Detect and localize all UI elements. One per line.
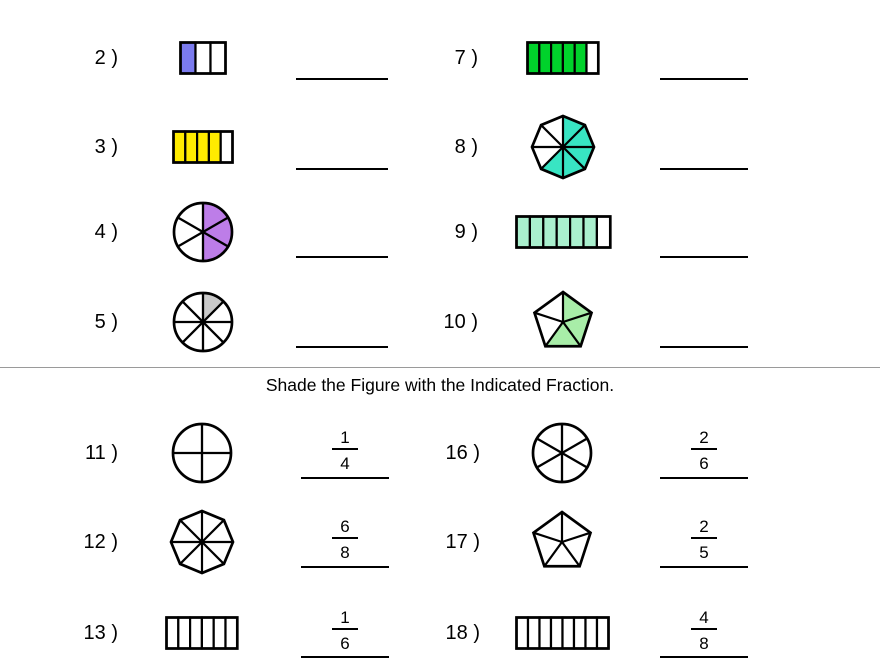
- fraction-figure-p7: [526, 41, 600, 75]
- fraction-denominator: 4: [340, 454, 350, 473]
- fraction-numerator: 6: [340, 517, 350, 536]
- fraction-figure-p3: [172, 130, 234, 164]
- problem-number: 3 ): [94, 136, 118, 158]
- problem-number: 17 ): [445, 531, 480, 553]
- fraction-numerator: 1: [340, 608, 350, 627]
- problem-number: 9 ): [454, 221, 478, 243]
- problem-number: 4 ): [94, 221, 118, 243]
- problem-number: 2 ): [94, 47, 118, 69]
- problem-number: 10 ): [443, 311, 478, 333]
- shade-target-figure-p12[interactable]: [168, 508, 236, 576]
- fraction-figure-p8: [530, 114, 596, 180]
- fraction-denominator: 5: [699, 543, 709, 562]
- answer-blank-p12[interactable]: [301, 566, 389, 568]
- answer-blank-p18[interactable]: [660, 656, 748, 658]
- section-divider: [0, 367, 880, 368]
- problem-number: 7 ): [454, 47, 478, 69]
- fraction-denominator: 8: [340, 543, 350, 562]
- answer-blank-p2[interactable]: [296, 78, 388, 80]
- section-title: Shade the Figure with the Indicated Frac…: [265, 375, 615, 395]
- answer-blank-p9[interactable]: [660, 256, 748, 258]
- fraction-bar: [332, 448, 358, 450]
- fraction-numerator: 1: [340, 428, 350, 447]
- problem-number: 8 ): [454, 136, 478, 158]
- fraction-bar: [691, 537, 717, 539]
- problem-number: 18 ): [445, 622, 480, 644]
- fraction-figure-p5: [172, 291, 234, 353]
- answer-blank-p4[interactable]: [296, 256, 388, 258]
- fraction-bar: [332, 628, 358, 630]
- shade-target-figure-p16[interactable]: [529, 420, 595, 486]
- fraction-numerator: 2: [699, 517, 709, 536]
- fraction-numerator: 4: [699, 608, 709, 627]
- answer-blank-p10[interactable]: [660, 346, 748, 348]
- answer-blank-p5[interactable]: [296, 346, 388, 348]
- answer-blank-p8[interactable]: [660, 168, 748, 170]
- fraction-denominator: 6: [699, 454, 709, 473]
- problem-number: 12 ): [83, 531, 118, 553]
- shade-target-figure-p13[interactable]: [164, 615, 240, 651]
- shade-target-figure-p11[interactable]: [169, 420, 235, 486]
- fraction-figure-p4: [172, 201, 234, 263]
- fraction-figure-p9: [514, 215, 612, 249]
- fraction-numerator: 2: [699, 428, 709, 447]
- fraction-denominator: 6: [340, 634, 350, 653]
- answer-blank-p11[interactable]: [301, 477, 389, 479]
- shade-target-figure-p17[interactable]: [528, 508, 596, 576]
- answer-blank-p16[interactable]: [660, 477, 748, 479]
- answer-blank-p3[interactable]: [296, 168, 388, 170]
- fraction-denominator: 8: [699, 634, 709, 653]
- problem-number: 5 ): [94, 311, 118, 333]
- fraction-figure-p2: [179, 41, 227, 75]
- fraction-bar: [332, 537, 358, 539]
- answer-blank-p13[interactable]: [301, 656, 389, 658]
- shade-target-figure-p18[interactable]: [514, 615, 611, 651]
- problem-number: 13 ): [83, 622, 118, 644]
- problem-number: 11 ): [85, 442, 118, 464]
- answer-blank-p7[interactable]: [660, 78, 748, 80]
- answer-blank-p17[interactable]: [660, 566, 748, 568]
- fraction-figure-p10: [532, 290, 594, 348]
- problem-number: 16 ): [445, 442, 480, 464]
- fraction-bar: [691, 448, 717, 450]
- fraction-bar: [691, 628, 717, 630]
